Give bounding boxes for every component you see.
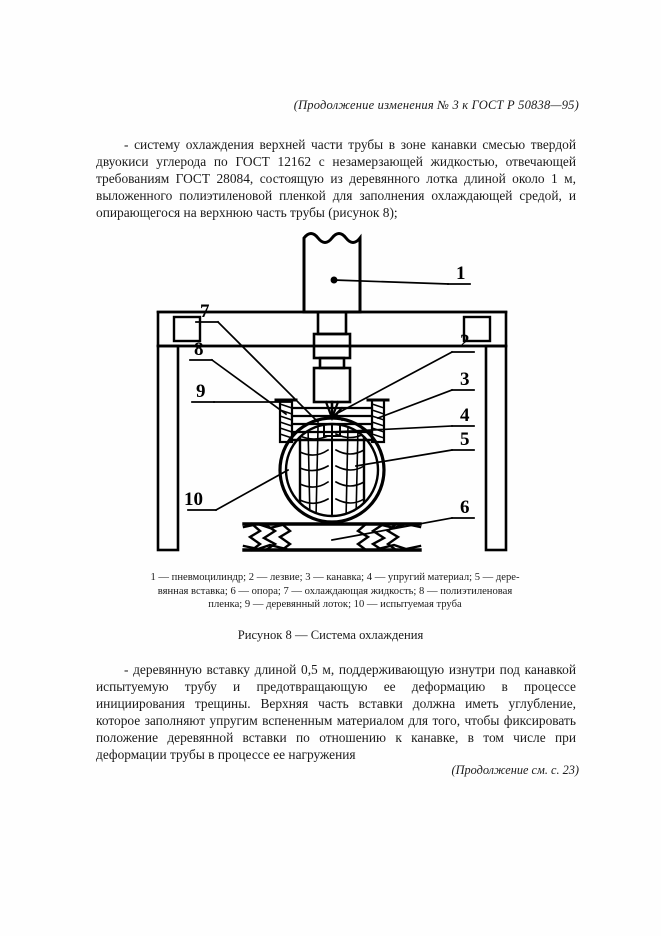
figure-legend-line-2: вянная вставка; 6 — опора; 7 — охлаждающ… (157, 585, 513, 597)
part-pneumatic-cylinder (302, 232, 362, 314)
callout-leaders (210, 276, 454, 541)
callout-underlines (187, 283, 475, 519)
callout-4: 4 (460, 405, 470, 426)
callout-2: 2 (460, 331, 470, 352)
part-piston-rod (312, 310, 352, 422)
part-wooden-insert (298, 425, 366, 515)
part-frame-crossbeam (156, 310, 508, 348)
callout-3: 3 (460, 369, 470, 390)
callout-7: 7 (200, 301, 210, 322)
figure-title: Рисунок 8 — Система охлаждения (237, 628, 424, 642)
callout-8: 8 (194, 339, 204, 360)
callout-6: 6 (460, 497, 470, 518)
running-head: (Продолжение изменения № 3 к ГОСТ Р 5083… (293, 98, 579, 112)
callout-10: 10 (184, 489, 203, 510)
figure-legend-line-3: пленка; 9 — деревянный лоток; 10 — испыт… (208, 599, 462, 611)
page-footer-continuation: (Продолжение см. с. 23) (451, 763, 579, 777)
figure-legend-line-1: 1 — пневмоцилиндр; 2 — лезвие; 3 — канав… (150, 572, 520, 583)
figure-8-cooling-system: 1 2 3 4 5 6 7 8 9 10 (96, 222, 576, 562)
figure-legend: 1 — пневмоцилиндр; 2 — лезвие; 3 — канав… (100, 571, 570, 612)
callout-5: 5 (460, 429, 470, 450)
body-paragraph-bottom: - деревянную вставку длиной 0,5 м, подде… (96, 662, 576, 763)
body-paragraph-top: - систему охлаждения верхней части трубы… (96, 137, 576, 221)
figure-diagram: 1 2 3 4 5 6 7 8 9 10 (156, 232, 508, 552)
callout-1: 1 (456, 263, 466, 284)
part-frame-legs (156, 344, 508, 552)
part-support (242, 522, 422, 552)
callout-9: 9 (196, 381, 206, 402)
